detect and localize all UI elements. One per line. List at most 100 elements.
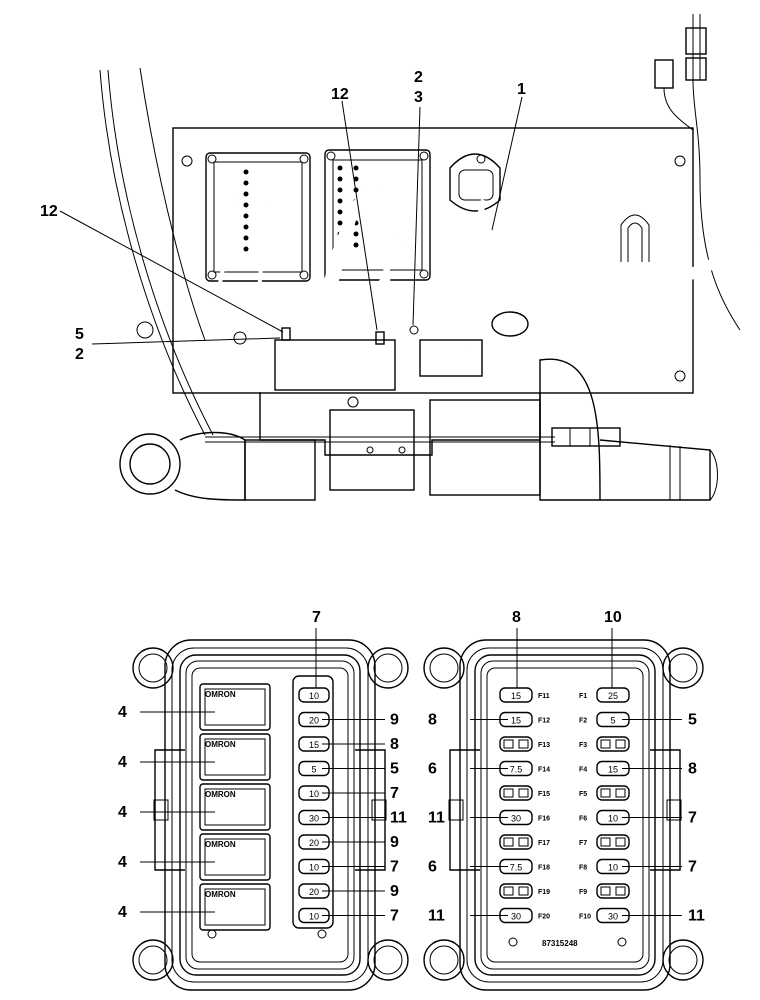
fuse-callout: 6 — [428, 859, 437, 876]
fuse-rating: 30 — [309, 814, 319, 824]
fuse-slot-id: F19 — [538, 889, 550, 896]
callout-12-top: 12 — [331, 86, 349, 103]
fuse-callout: 7 — [390, 908, 399, 925]
part-number: 87315248 — [542, 939, 578, 948]
relay-callout: 4 — [118, 704, 127, 721]
fuse-callout: 5 — [688, 712, 697, 729]
callout-12-left: 12 — [40, 203, 58, 220]
connector-pin — [353, 231, 359, 237]
connector-pin — [337, 187, 343, 193]
fuse — [596, 687, 630, 703]
fuse — [499, 687, 533, 703]
connector-pin — [243, 246, 249, 252]
fuse-callout: 7 — [688, 859, 697, 876]
fuse-blade — [615, 837, 626, 847]
connector-pin — [353, 242, 359, 248]
connector-pin — [243, 202, 249, 208]
mounting-plate — [172, 127, 694, 394]
fuse-rating: 30 — [511, 912, 521, 922]
fuse-rating: 10 — [309, 691, 319, 701]
right-connector-block — [324, 149, 431, 281]
fuse — [499, 736, 533, 752]
fuse-blade — [503, 886, 514, 896]
relay — [199, 733, 271, 781]
fuse — [298, 687, 330, 703]
callout-3-top: 3 — [414, 89, 423, 106]
relay-brand-label: OMRON — [205, 790, 236, 799]
fuse-blade — [600, 739, 611, 749]
fuse-blade — [503, 837, 514, 847]
relay-body — [204, 788, 266, 826]
fuse-callout: 8 — [390, 736, 399, 753]
fuse-slot-id: F14 — [538, 767, 550, 774]
fuse-callout: 8 — [428, 712, 437, 729]
fuse — [596, 736, 630, 752]
fuse-blade — [503, 739, 514, 749]
fuse — [499, 785, 533, 801]
fuse-rating: 10 — [309, 863, 319, 873]
fuse-callout: 9 — [390, 834, 399, 851]
relay-brand-label: OMRON — [205, 740, 236, 749]
fuse-callout: 7 — [390, 859, 399, 876]
relay-callout: 4 — [118, 804, 127, 821]
fuse-rating: 7.5 — [510, 863, 523, 873]
fuse — [596, 834, 630, 850]
fuse-rating: 7.5 — [510, 765, 523, 775]
fuse-rating: 10 — [309, 789, 319, 799]
fuse-slot-id: F2 — [579, 718, 587, 725]
fuse-callout: 8 — [688, 761, 697, 778]
relay — [199, 883, 271, 931]
fuse-slot-id: F4 — [579, 767, 587, 774]
fuse-slot-id: F13 — [538, 742, 550, 749]
fuse-slot-id: F10 — [579, 914, 591, 921]
fuse-rating: 5 — [610, 716, 615, 726]
callout-1-top: 1 — [517, 81, 526, 98]
relay-body — [204, 888, 266, 926]
left-connector-block — [205, 152, 311, 282]
fuse — [596, 883, 630, 899]
fuse-slot-id: F9 — [579, 889, 587, 896]
connector-pin — [337, 220, 343, 226]
connector-pin — [243, 191, 249, 197]
fuse-rating: 15 — [511, 691, 521, 701]
connector-pin — [243, 213, 249, 219]
fuse-blade — [615, 739, 626, 749]
fuse-callout: 6 — [428, 761, 437, 778]
relay-callout: 4 — [118, 754, 127, 771]
relay-body — [204, 688, 266, 726]
fuse — [596, 785, 630, 801]
callout-2-top: 2 — [414, 69, 423, 86]
fuse-blade — [518, 886, 529, 896]
fuse — [499, 883, 533, 899]
fuse-slot-id: F7 — [579, 840, 587, 847]
fuse-slot-id: F12 — [538, 718, 550, 725]
fuse-slot-id: F3 — [579, 742, 587, 749]
fuse-callout: 11 — [428, 908, 445, 925]
relay-body — [204, 838, 266, 876]
connector-pin — [243, 180, 249, 186]
fuse-slot-id: F20 — [538, 914, 550, 921]
fuse-slot-id: F6 — [579, 816, 587, 823]
fuse-slot-id: F17 — [538, 840, 550, 847]
fuse-slot-id: F16 — [538, 816, 550, 823]
relay — [199, 833, 271, 881]
connector-pin — [353, 176, 359, 182]
connector-pin — [243, 169, 249, 175]
fuse-rating: 20 — [309, 838, 319, 848]
fuse-callout: 9 — [390, 712, 399, 729]
fuse-rating: 10 — [608, 863, 618, 873]
connector-pin — [337, 176, 343, 182]
fuse-callout: 11 — [688, 908, 705, 925]
left-box-top-callout: 7 — [312, 609, 321, 626]
relay-callout: 4 — [118, 854, 127, 871]
fuse-slot-id: F15 — [538, 791, 550, 798]
fuse-callout: 7 — [688, 810, 697, 827]
fuse-blade — [615, 886, 626, 896]
fuse-rating: 10 — [608, 814, 618, 824]
relay — [199, 683, 271, 731]
fuse-rating: 15 — [608, 765, 618, 775]
relay-callout: 4 — [118, 904, 127, 921]
fuse-rating: 30 — [608, 912, 618, 922]
